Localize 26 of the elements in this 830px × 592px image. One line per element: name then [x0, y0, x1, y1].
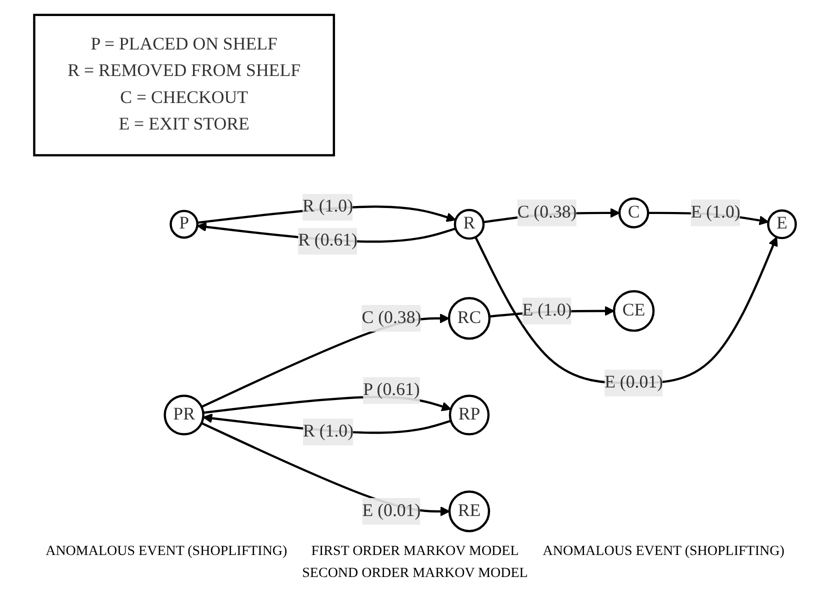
- note-text: SECOND ORDER MARKOV MODEL: [302, 566, 528, 582]
- node-circle: CE: [612, 290, 655, 332]
- node-circle: RC: [448, 297, 491, 340]
- note-text: ANOMALOUS EVENT (SHOPLIFTING): [46, 544, 288, 560]
- edge-label: R (1.0): [302, 197, 354, 216]
- edge-label: C (0.38): [362, 308, 422, 328]
- note-text: ANOMALOUS EVENT (SHOPLIFTING): [542, 544, 784, 560]
- node-circle: C: [618, 198, 650, 228]
- edge-label: R (1.0): [303, 422, 354, 441]
- edge-label: C (0.38): [517, 202, 577, 222]
- node-circle: P: [170, 210, 198, 239]
- edge-label: E (0.01): [362, 501, 421, 520]
- node-circle: E: [767, 209, 797, 240]
- edge-label: E (1.0): [690, 202, 740, 222]
- edge-label: R (0.61): [298, 231, 358, 250]
- node-box: P = PLACED ON SHELF R = REMOVED FROM SHELF C = CHECKOUT E = EXIT STORE: [33, 14, 336, 156]
- node-circle: RP: [448, 394, 490, 436]
- node-circle: RE: [448, 490, 490, 532]
- edge-label: P (0.61): [363, 380, 420, 400]
- edge-label: E (0.01): [604, 373, 663, 392]
- node-circle: PR: [164, 394, 204, 436]
- node-circle: R: [454, 208, 485, 240]
- arrow: [201, 313, 450, 408]
- edge-label: E (1.0): [522, 300, 572, 320]
- note-text: FIRST ORDER MARKOV MODEL: [311, 544, 519, 560]
- arrow: [474, 236, 778, 384]
